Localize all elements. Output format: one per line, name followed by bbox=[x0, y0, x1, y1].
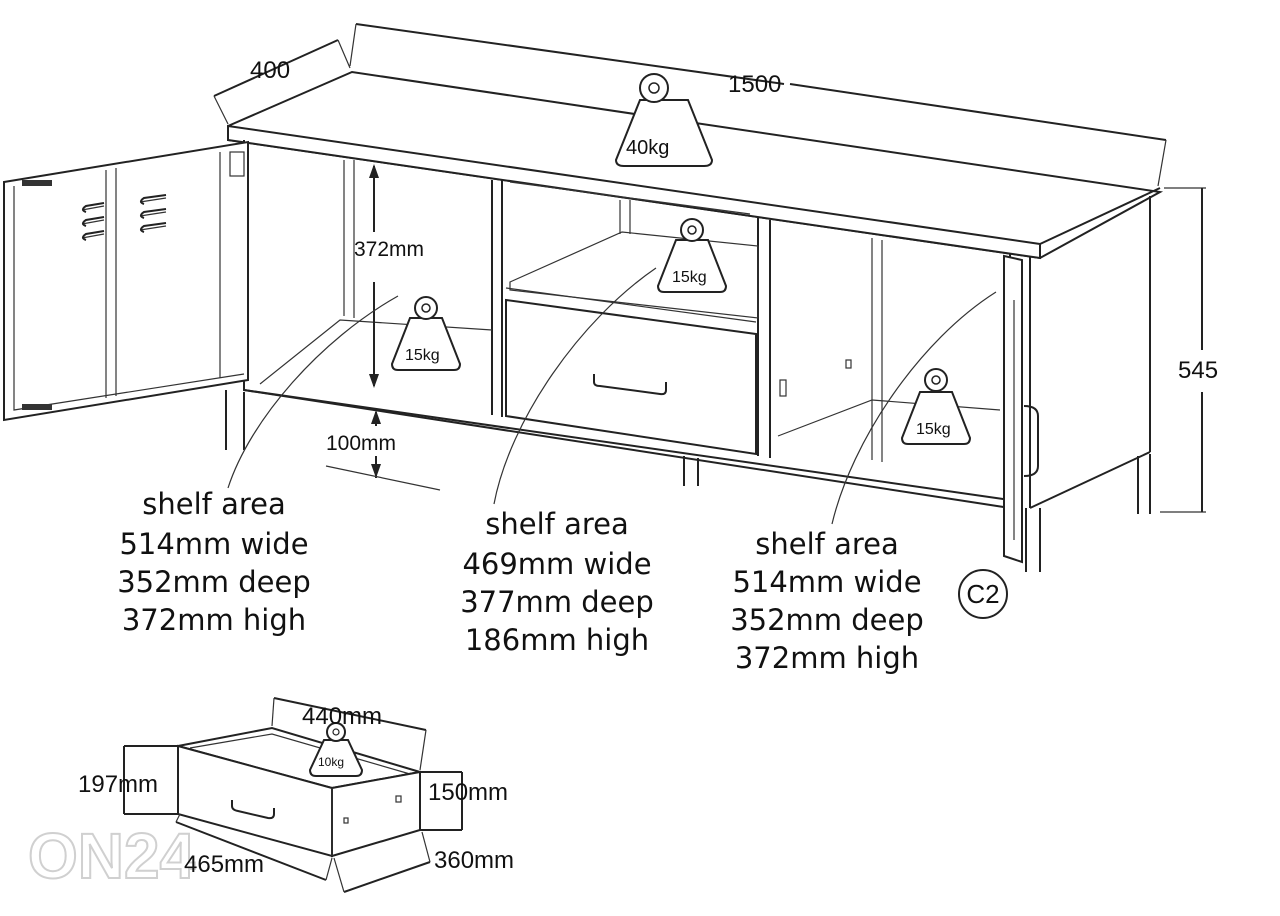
shelf-right-line4: 372mm high bbox=[735, 641, 919, 675]
drawer-depth-label: 360mm bbox=[434, 847, 514, 874]
weight-right-label: 15kg bbox=[916, 421, 951, 438]
leg-height-label: 100mm bbox=[326, 432, 396, 455]
weight-icon-left-shelf: 15kg bbox=[390, 296, 462, 371]
shelf-left-line4: 372mm high bbox=[122, 603, 306, 637]
weight-icon-top: 40kg bbox=[614, 73, 714, 167]
drawer-front-width-label: 465mm bbox=[184, 851, 264, 878]
shelf-info-middle: shelf area 469mm wide 377mm deep 186mm h… bbox=[460, 507, 654, 657]
shelf-middle-line2: 469mm wide bbox=[462, 547, 651, 581]
watermark-logo: ON24 bbox=[28, 820, 196, 892]
shelf-right-line3: 352mm deep bbox=[730, 603, 924, 637]
drawer-top-width-label: 440mm bbox=[302, 703, 382, 730]
shelf-right-line1: shelf area bbox=[755, 527, 899, 561]
right-door bbox=[1003, 254, 1023, 564]
compartment-height-label: 372mm bbox=[354, 238, 424, 261]
weight-drawer-label: 10kg bbox=[318, 755, 344, 769]
shelf-middle-line3: 377mm deep bbox=[460, 585, 654, 619]
left-door bbox=[3, 140, 249, 422]
drawer-front-height-label: 197mm bbox=[78, 771, 158, 798]
drawer-side bbox=[331, 770, 421, 858]
shelf-left-line3: 352mm deep bbox=[117, 565, 311, 599]
shelf-middle-line1: shelf area bbox=[485, 507, 629, 541]
weight-icon-drawer: 10kg bbox=[308, 722, 364, 777]
shelf-right-line2: 514mm wide bbox=[732, 565, 921, 599]
dimension-lines bbox=[213, 23, 1206, 513]
leader-middle bbox=[493, 267, 657, 505]
height-label: 545 bbox=[1178, 357, 1218, 384]
shelf-info-left: shelf area 514mm wide 352mm deep 372mm h… bbox=[117, 487, 311, 637]
weight-middle-label: 15kg bbox=[672, 269, 707, 286]
depth-label: 400 bbox=[250, 57, 290, 84]
width-label: 1500 bbox=[728, 71, 781, 98]
shelf-middle-line4: 186mm high bbox=[465, 623, 649, 657]
shelf-info-right: shelf area 514mm wide 352mm deep 372mm h… bbox=[730, 527, 924, 675]
weight-left-label: 15kg bbox=[405, 347, 440, 364]
cabinet-drawing bbox=[3, 70, 1164, 572]
weight-icon-right-shelf: 15kg bbox=[900, 368, 972, 445]
shelf-left-line1: shelf area bbox=[142, 487, 286, 521]
shelf-left-line2: 514mm wide bbox=[119, 527, 308, 561]
part-code-badge: C2 bbox=[958, 569, 1008, 619]
leader-left bbox=[227, 295, 399, 489]
weight-icon-middle-shelf: 15kg bbox=[656, 218, 728, 293]
leader-right bbox=[831, 291, 997, 525]
part-code-label: C2 bbox=[966, 579, 999, 609]
weight-top-label: 40kg bbox=[626, 137, 669, 159]
drawer-drawing: 10kg bbox=[123, 697, 463, 893]
drawer-side-height-label: 150mm bbox=[428, 779, 508, 806]
cabinet-drawer-front bbox=[505, 298, 757, 456]
